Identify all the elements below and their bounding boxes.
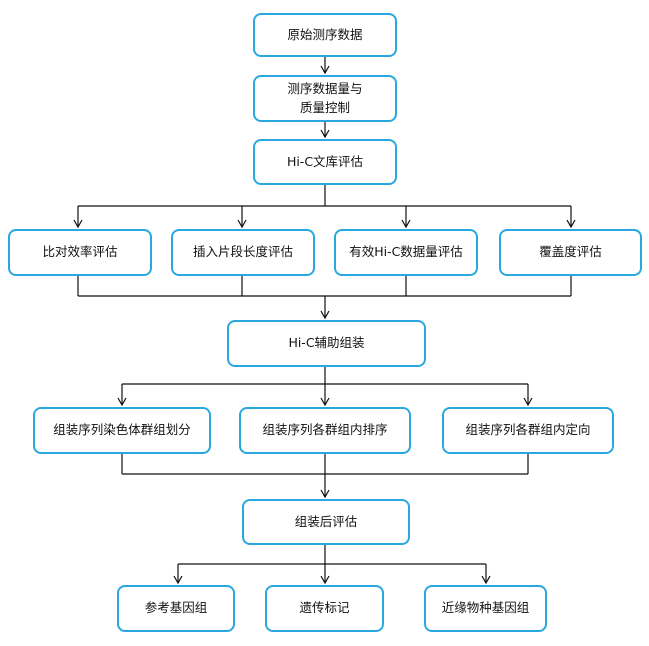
- node-group-orientation: 组装序列各群组内定向: [442, 407, 614, 454]
- node-coverage-evaluation: 覆盖度评估: [499, 229, 642, 276]
- node-reference-genome: 参考基因组: [117, 585, 235, 632]
- node-related-species-genome: 近缘物种基因组: [424, 585, 547, 632]
- node-insert-size-evaluation: 插入片段长度评估: [171, 229, 315, 276]
- node-chromosome-grouping: 组装序列染色体群组划分: [33, 407, 211, 454]
- node-alignment-evaluation: 比对效率评估: [8, 229, 152, 276]
- node-valid-data-evaluation: 有效Hi-C数据量评估: [334, 229, 478, 276]
- node-group-ordering: 组装序列各群组内排序: [239, 407, 411, 454]
- node-library-evaluation: Hi-C文库评估: [253, 139, 397, 185]
- node-quality-control: 测序数据量与 质量控制: [253, 75, 397, 122]
- node-hic-assembly: Hi-C辅助组装: [227, 320, 426, 367]
- node-genetic-marker: 遗传标记: [265, 585, 384, 632]
- node-post-assembly-evaluation: 组装后评估: [242, 499, 410, 545]
- node-raw-data: 原始测序数据: [253, 13, 397, 57]
